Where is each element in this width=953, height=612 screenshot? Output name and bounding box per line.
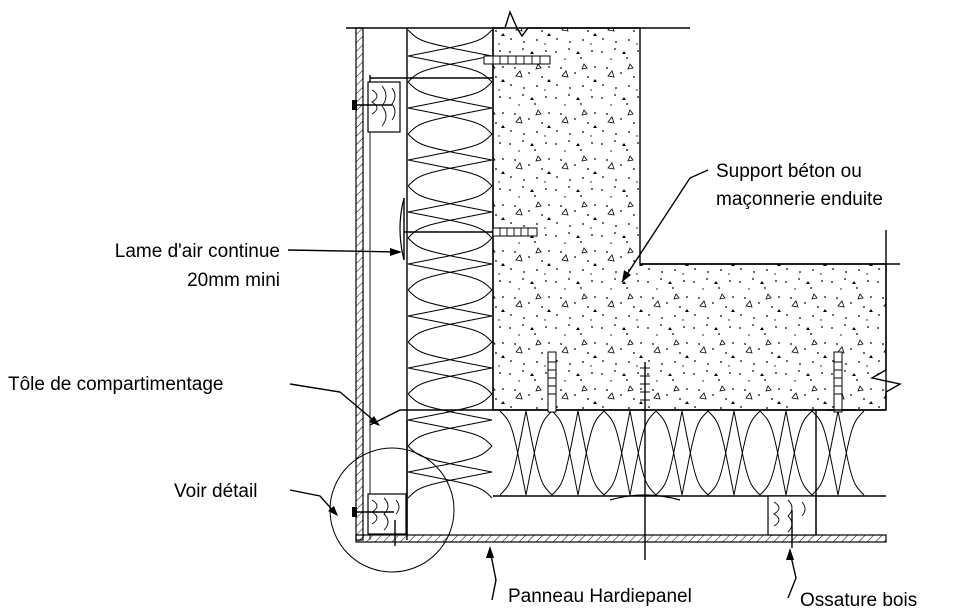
hardiepanel-horizontal: [355, 534, 887, 543]
label-support-line1: Support béton ou: [716, 161, 862, 182]
label-air-gap-line1: Lame d'air continue: [115, 241, 280, 262]
leader-lines: [287, 169, 797, 601]
horizontal-insulation: [493, 409, 886, 497]
label-see-detail: Voir détail: [174, 481, 257, 502]
compartment-steel-sheet: [369, 409, 493, 535]
label-hardiepanel: Panneau Hardiepanel: [508, 586, 692, 607]
vertical-insulation: [406, 28, 494, 540]
label-timber-frame: Ossature bois: [800, 590, 917, 611]
anchor-bottom-2: [609, 362, 681, 560]
label-air-gap-line2: 20mm mini: [187, 270, 280, 291]
insulation-fixing-plug: [399, 197, 538, 261]
timber-batten-bottom-right: [767, 410, 817, 548]
timber-batten-bottom-left: [352, 493, 407, 546]
timber-batten-top: [352, 81, 401, 133]
anchor-bottom-3: [833, 351, 843, 413]
label-compartment-sheet: Tôle de compartimentage: [8, 374, 223, 395]
anchor-bottom-1: [547, 351, 557, 413]
label-support-line2: maçonnerie enduite: [716, 189, 883, 210]
break-line-right: [870, 230, 902, 410]
break-line-top: [346, 10, 690, 38]
anchor-top: [483, 55, 551, 65]
